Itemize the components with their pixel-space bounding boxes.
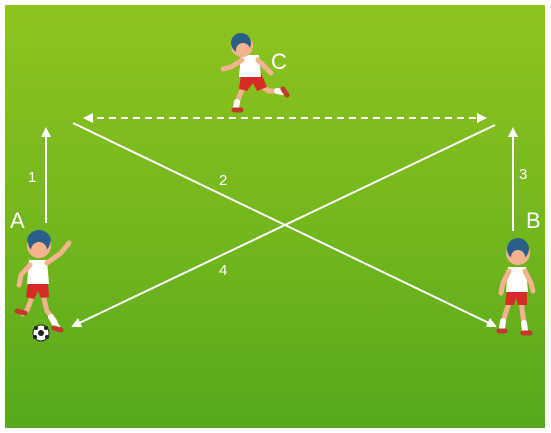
step-label-1: 1 — [28, 169, 36, 186]
drill-diagram: 1 2 3 4 A B C — [5, 5, 545, 428]
step-label-4: 4 — [219, 262, 227, 279]
step-label-3: 3 — [519, 166, 527, 183]
player-b-letter: B — [526, 208, 541, 233]
player-c-letter: C — [271, 49, 287, 74]
player-a-letter: A — [10, 208, 25, 233]
soccer-ball-icon — [33, 325, 49, 341]
step-label-2: 2 — [219, 172, 227, 189]
training-field: 1 2 3 4 A B C — [5, 5, 545, 428]
